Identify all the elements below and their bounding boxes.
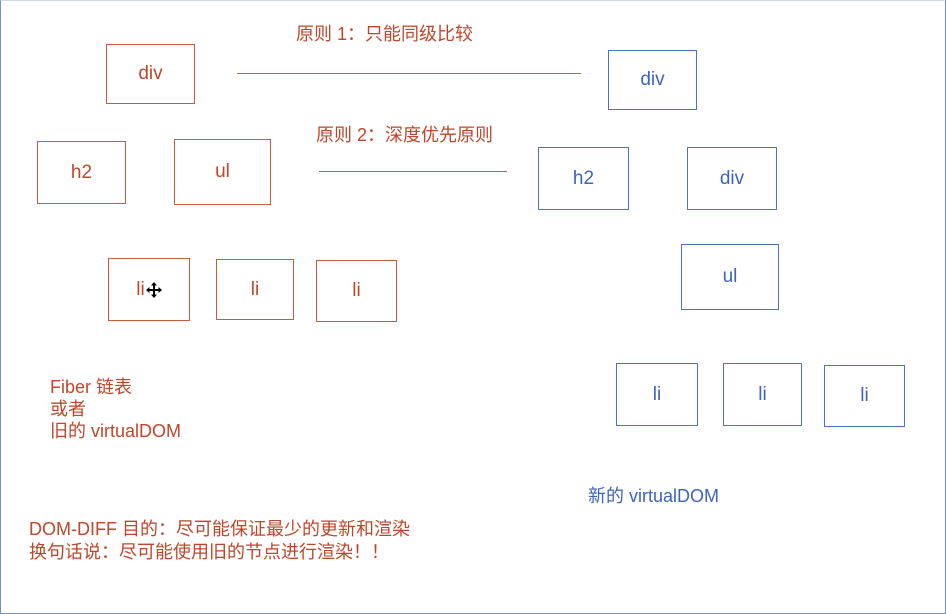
new-tree-caption: 新的 virtualDOM xyxy=(588,486,720,506)
node-label: li xyxy=(860,385,869,406)
move-cursor-icon xyxy=(145,281,162,298)
new-li-node-3: li xyxy=(824,365,905,427)
node-label: div xyxy=(138,63,163,84)
rule-2-label: 原则 2：深度优先原则 xyxy=(316,125,494,145)
new-li-node-1: li xyxy=(616,363,698,426)
footer-line-1: DOM-DIFF 目的：尽可能保证最少的更新和渲染 xyxy=(29,519,410,539)
caption-line: 或者 xyxy=(50,399,86,419)
old-li-node-2: li xyxy=(216,259,294,320)
old-h2-node: h2 xyxy=(37,141,126,204)
node-label: li xyxy=(758,383,767,405)
node-label: ul xyxy=(215,161,230,182)
node-label: div xyxy=(640,69,665,90)
new-div-node: div xyxy=(687,147,777,210)
rule-1-connector xyxy=(237,73,581,75)
rule-1-label: 原则 1：只能同级比较 xyxy=(296,24,474,44)
footer-notes: DOM-DIFF 目的：尽可能保证最少的更新和渲染 换句话说：尽可能使用旧的节点… xyxy=(29,518,410,564)
new-ul-node: ul xyxy=(681,244,779,310)
old-li-node-1: li xyxy=(108,258,190,321)
caption-line: Fiber 链表 xyxy=(50,377,133,397)
node-label: li xyxy=(352,280,361,301)
footer-line-2: 换句话说：尽可能使用旧的节点进行渲染！！ xyxy=(29,542,389,562)
new-h2-node: h2 xyxy=(538,147,629,210)
node-label: h2 xyxy=(70,161,93,183)
caption-line: 旧的 virtualDOM xyxy=(50,421,182,441)
new-li-node-2: li xyxy=(723,363,802,426)
node-label: ul xyxy=(722,266,738,287)
node-label: div xyxy=(719,167,745,189)
new-root-div-node: div xyxy=(608,50,697,110)
old-tree-caption: Fiber 链表 或者 旧的 virtualDOM xyxy=(50,376,181,442)
old-li-node-3: li xyxy=(316,260,397,322)
old-root-div-node: div xyxy=(106,44,195,104)
node-label: li xyxy=(136,278,145,300)
node-label: h2 xyxy=(572,167,595,189)
old-ul-node: ul xyxy=(174,139,271,205)
rule-2-connector xyxy=(319,171,507,173)
node-label: li xyxy=(652,383,662,405)
node-label: li xyxy=(250,278,260,300)
